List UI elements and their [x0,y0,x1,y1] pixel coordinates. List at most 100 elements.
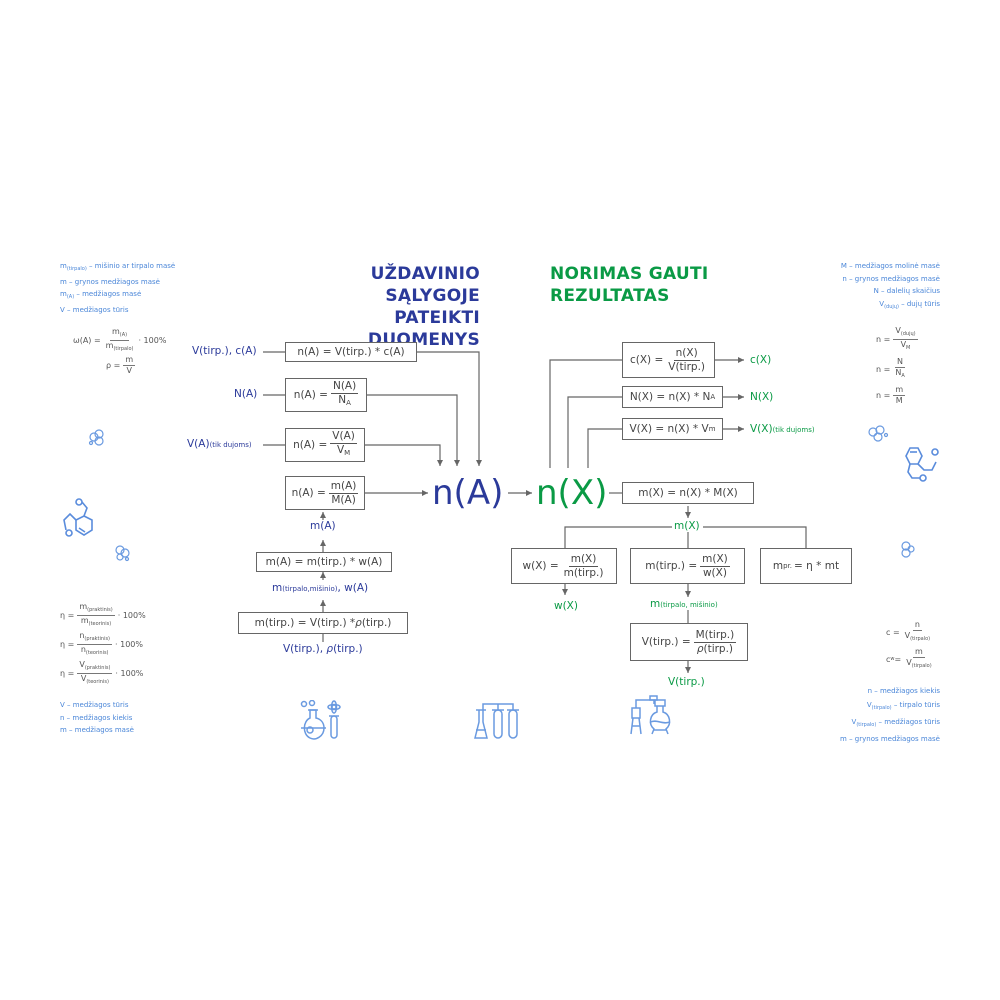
formula-rho: ρ = m V [106,355,136,376]
input-row3-main: V(A) [187,438,210,450]
legend-item: m – grynos medžiagos masė [60,276,175,289]
test-tubes-icon [474,703,519,739]
desc: – dujų tūris [898,299,940,308]
sym-sub: (dujų) [884,303,899,310]
center-nX: n(X) [536,473,608,513]
result-title-line2: REZULTATAS [550,286,670,306]
molecule-ring-icon [63,498,93,537]
label-bottom-input: V(tirp.), ρ(tirp.) [283,643,363,655]
numerator: V(A) [330,430,357,444]
den-sub: (tirpalo) [113,346,134,352]
formula-box-wX: w(X) = m(X) m(tirp.) [511,548,617,584]
den-main: N [895,368,902,377]
den-main: n [80,645,86,654]
den-main: V [336,444,345,456]
rho-symbol: ρ [355,617,362,629]
lhs: n = [876,391,891,400]
formula-box-row3: n(A) = V(A) VM [285,428,365,462]
fraction: V(A) VM [330,430,357,460]
denominator: VM [335,444,352,460]
numerator: N [895,357,906,368]
mix-sub: (tirpalo,mišinio) [282,585,338,593]
legend-item: M – medžiagos molinė masė [841,260,940,273]
formula-box-mX: m(X) = n(X) * M(X) [622,482,754,504]
numerator: m [893,385,906,396]
formula-row6: m(tirp.) = V(tirp.) * [254,617,356,629]
sym-sub: (tirpalo) [856,722,877,728]
legend-top-left: m(tirpalo) – mišinio ar tirpalo masė m –… [60,260,175,316]
denominator: n(teorinis) [79,645,111,658]
denominator: m(tirp.) [563,566,604,579]
lhs: η = [60,611,75,620]
line-to-cX [549,359,622,468]
legend-item: n – medžiagos kiekis [60,713,133,722]
mix-main: m [272,582,283,594]
denominator: V(tirpalo) [903,631,932,644]
den-main: V [906,658,912,667]
denominator: m(tirpalo) [104,341,136,354]
result-title: NORIMAS GAUTI REZULTATAS [550,263,709,307]
denominator: V(tirp.) [668,360,706,373]
formula-box-row4: n(A) = m(A) M(A) [285,476,365,510]
den-tail: (tirp.) [703,642,734,655]
legend-item: V – medžiagos tūris [60,304,175,317]
molecule-icon [115,545,130,562]
num-sub: (praktinis) [84,636,111,642]
desc: – grynos medžiagos masė [846,274,940,283]
molecule-icon [88,429,104,446]
numerator: m(X) [568,552,599,567]
input-row2: N(A) [234,388,258,400]
line-row1-out [417,351,482,466]
den-sub: (teorinis) [88,621,112,627]
numerator: n [912,620,922,631]
fraction: m(praktinis) m(teorinis) [77,602,115,629]
formula-omega: ω(A) = m(A) m(tirpalo) · 100% [73,327,166,354]
formula-VX: V(X) = n(X) * V [629,423,709,435]
denominator: NA [336,394,353,410]
formula-n-mass: n = m M [876,385,906,406]
fraction: n V(tirpalo) [903,620,932,644]
formula-box-row5: m(A) = m(tirp.) * w(A) [256,552,392,572]
output-VX-main: V(X) [750,423,773,435]
input-row3-sub: (tik dujoms) [209,441,252,449]
lhs: ρ = [106,361,121,370]
lhs: ω(A) = [73,336,101,345]
formula-box-cX: c(X) = n(X) V(tirp.) [622,342,715,378]
fraction: V(dujų) VM [893,326,918,353]
formula-lhs: n(A) = [291,487,326,499]
desc: – mišinio ar tirpalo masė [86,262,176,270]
num-main: V [79,660,85,669]
lhs: c [886,654,891,664]
den-sub: M [344,449,351,457]
molecule-icon [868,425,889,442]
tail: · 100% [117,611,146,620]
given-title-line1: UŽDAVINIO SĄLYGOJE [370,264,480,306]
distillation-icon [630,695,671,735]
label-mX: m(X) [674,520,700,532]
legend-item: V(tirpalo) – medžiagos tūris [840,715,940,732]
den-sub: (tirpalo) [910,636,931,642]
den-main: m [105,341,114,350]
num-main: m [112,327,120,336]
output-NX: N(X) [750,391,774,403]
fraction: V(praktinis) V(teorinis) [77,660,113,687]
formula-lhs: n(A) = [293,389,328,401]
formula-eta-volume: η = V(praktinis) V(teorinis) · 100% [60,660,143,687]
formula-lhs: c(X) = [629,354,664,366]
sym: V [866,701,872,709]
den-sub: (teorinis) [86,679,109,685]
output-mixture: m(tirpalo, mišinio) [650,598,718,610]
num-sub: (A) [119,332,128,338]
desc: – grynos medžiagos masė [66,277,160,286]
fraction: n(X) V(tirp.) [666,347,707,374]
legend-item: n – grynos medžiagos masė [841,273,940,286]
desc: – medžiagos tūris [64,305,129,314]
tail: · 100% [138,336,167,345]
denominator: m(teorinis) [79,616,113,629]
den-main: V [900,340,907,349]
bottom-main: V(tirp.), [283,643,327,655]
numerator: m(A) [110,327,130,341]
